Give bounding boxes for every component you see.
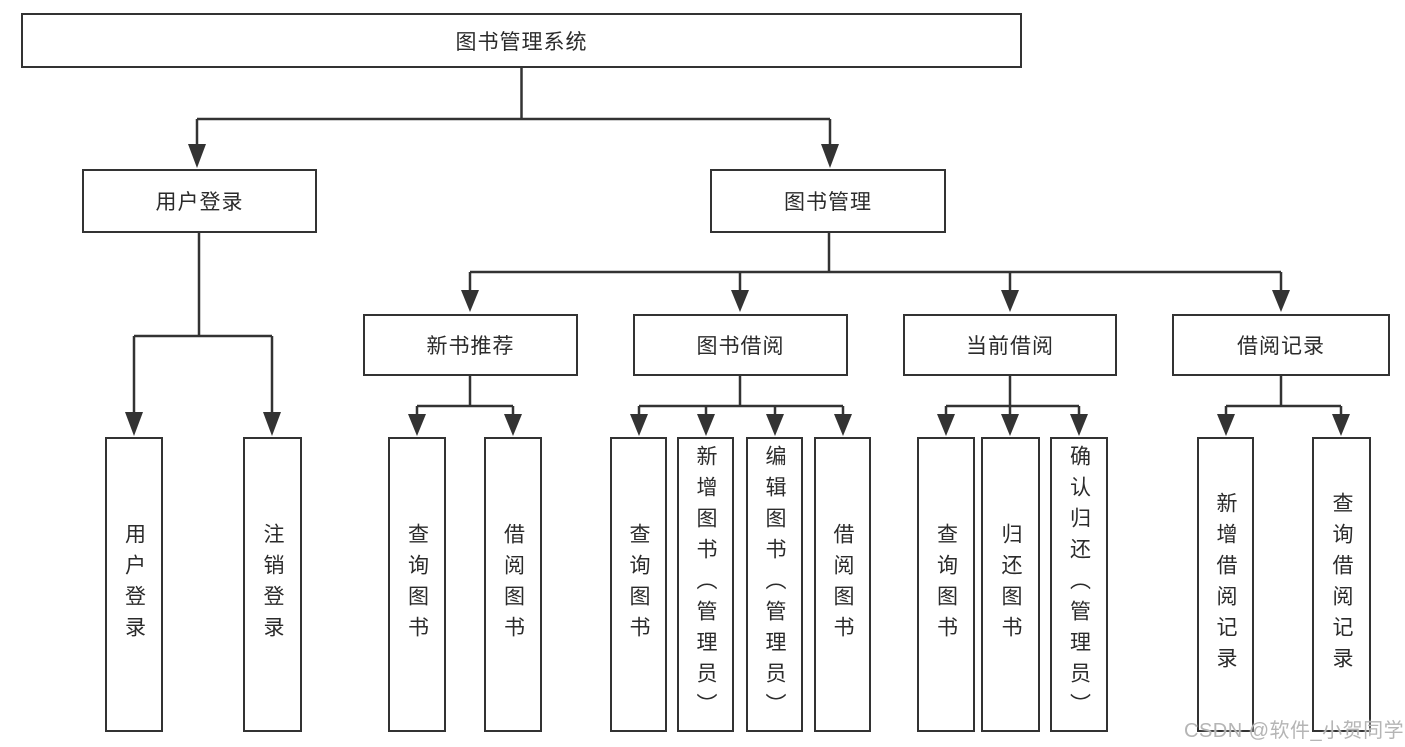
- leaf-current-confirm-admin: 确认归还（管理员）: [1050, 437, 1108, 732]
- leaf-borrow-borrow: 借阅图书: [814, 437, 871, 732]
- leaf-newbook-borrow: 借阅图书: [484, 437, 542, 732]
- leaf-current-confirm-admin-label: 确认归还（管理员）: [1067, 445, 1091, 724]
- leaf-borrow-add-admin: 新增图书（管理员）: [677, 437, 734, 732]
- connector-current-borrow-to-leaves: [937, 376, 1088, 436]
- leaf-borrow-edit-admin-label: 编辑图书（管理员）: [763, 445, 786, 724]
- connector-book-mgmt-to-level3: [461, 233, 1290, 312]
- leaf-borrow-borrow-label: 借阅图书: [831, 522, 854, 647]
- leaf-newbook-borrow-label: 借阅图书: [501, 522, 525, 647]
- node-book-borrow: 图书借阅: [633, 314, 848, 376]
- node-book-management: 图书管理: [710, 169, 946, 233]
- leaf-records-add: 新增借阅记录: [1197, 437, 1254, 732]
- leaf-current-query: 查询图书: [917, 437, 975, 732]
- leaf-borrow-add-admin-label: 新增图书（管理员）: [694, 445, 717, 724]
- connector-user-login-to-leaves: [125, 233, 281, 436]
- leaf-records-query: 查询借阅记录: [1312, 437, 1371, 732]
- leaf-newbook-query-label: 查询图书: [405, 522, 429, 647]
- node-current-borrow: 当前借阅: [903, 314, 1117, 376]
- leaf-user-login-label: 用户登录: [122, 522, 146, 647]
- connector-borrow-records-to-leaves: [1217, 376, 1350, 436]
- connector-root-to-level2: [188, 68, 839, 168]
- leaf-user-login: 用户登录: [105, 437, 163, 732]
- leaf-current-return-label: 归还图书: [999, 522, 1022, 647]
- leaf-borrow-query: 查询图书: [610, 437, 667, 732]
- node-new-book-recommend: 新书推荐: [363, 314, 578, 376]
- leaf-records-add-label: 新增借阅记录: [1214, 491, 1237, 678]
- leaf-current-query-label: 查询图书: [934, 522, 958, 647]
- leaf-records-query-label: 查询借阅记录: [1330, 491, 1353, 678]
- connector-new-book-to-leaves: [408, 376, 522, 436]
- connector-book-borrow-to-leaves: [630, 376, 852, 436]
- leaf-logout: 注销登录: [243, 437, 302, 732]
- node-root: 图书管理系统: [21, 13, 1022, 68]
- node-user-login: 用户登录: [82, 169, 317, 233]
- node-borrow-records: 借阅记录: [1172, 314, 1390, 376]
- watermark-text: CSDN @软件_小贺同学: [1184, 720, 1405, 742]
- leaf-borrow-query-label: 查询图书: [627, 522, 650, 647]
- leaf-logout-label: 注销登录: [261, 522, 284, 647]
- leaf-current-return: 归还图书: [981, 437, 1040, 732]
- leaf-borrow-edit-admin: 编辑图书（管理员）: [746, 437, 803, 732]
- leaf-newbook-query: 查询图书: [388, 437, 446, 732]
